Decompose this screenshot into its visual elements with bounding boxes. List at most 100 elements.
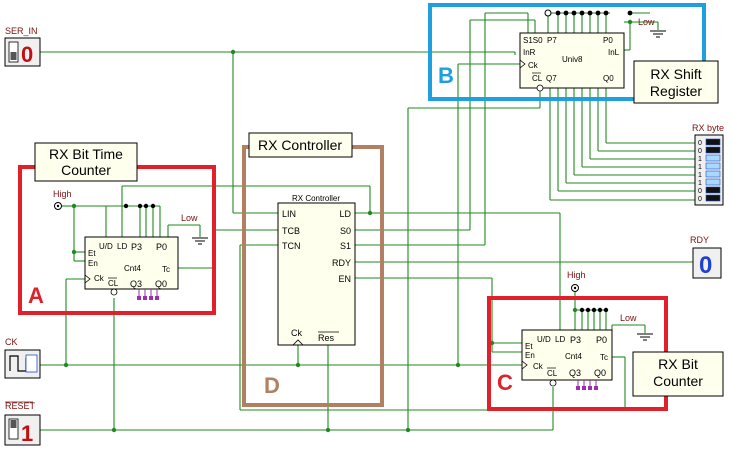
svg-text:RX Controller: RX Controller bbox=[292, 194, 340, 203]
svg-text:Q7: Q7 bbox=[546, 74, 557, 83]
svg-text:En: En bbox=[88, 259, 98, 268]
high-const-c: High bbox=[567, 270, 586, 292]
cnt4-chip-a[interactable]: U/D LD P3 P0 Et En Cnt4 Ck Tc CL Q3 Q0 bbox=[84, 236, 179, 300]
svg-text:Cnt4: Cnt4 bbox=[124, 264, 141, 273]
svg-text:InL: InL bbox=[608, 48, 620, 57]
high-const-b bbox=[544, 9, 552, 17]
rx-byte-bit-4: 1 bbox=[698, 172, 702, 179]
cnt4-chip-c[interactable]: U/D LD P3 P0 Et En Cnt4 Ck Tc CL Q3 Q0 bbox=[521, 329, 613, 390]
svg-text:P0: P0 bbox=[603, 36, 613, 45]
rx-byte-led-6 bbox=[705, 186, 721, 194]
bus-dots bbox=[123, 10, 633, 313]
ser-in-value: 0 bbox=[21, 42, 33, 67]
block-b-frame bbox=[428, 3, 706, 101]
block-c-bit-counter: RX Bit Counter C U/D LD P3 P0 Et En Cnt4… bbox=[487, 296, 724, 411]
rx-byte-led-4 bbox=[705, 170, 721, 178]
block-b-title-line2: Register bbox=[650, 83, 702, 99]
block-c-title-box bbox=[632, 351, 724, 397]
svg-text:CL: CL bbox=[108, 279, 119, 288]
rx-byte-led-2 bbox=[705, 154, 721, 162]
high-const-a: High bbox=[53, 189, 72, 210]
block-d-controller: RX Controller D RX Controller LIN TCB TC… bbox=[242, 132, 384, 407]
rx-byte-bit-6: 0 bbox=[698, 188, 702, 195]
univ8-chip[interactable]: S1S0 P7 P0 InR InL Univ8 Ck CL Q7 Q0 bbox=[519, 32, 625, 92]
block-a-letter: A bbox=[28, 283, 44, 308]
svg-text:S1S0: S1S0 bbox=[523, 36, 543, 45]
block-b-title-box bbox=[633, 60, 719, 104]
svg-text:P3: P3 bbox=[131, 242, 142, 252]
rx-byte-led-0 bbox=[705, 138, 721, 146]
svg-text:Univ8: Univ8 bbox=[562, 55, 583, 64]
svg-text:RESET: RESET bbox=[5, 401, 36, 411]
rx-byte-led-1 bbox=[705, 146, 721, 154]
ser-in-switch[interactable]: SER_IN 0 bbox=[4, 26, 41, 67]
block-a-title-box bbox=[34, 142, 138, 182]
low-const-a: Low bbox=[181, 213, 208, 245]
svg-text:Et: Et bbox=[88, 249, 96, 258]
ck-clock-source[interactable]: CK bbox=[4, 337, 41, 379]
svg-text:CL: CL bbox=[532, 74, 543, 83]
svg-text:InR: InR bbox=[523, 48, 536, 57]
svg-text:Low: Low bbox=[620, 313, 637, 323]
svg-text:LD: LD bbox=[117, 242, 127, 251]
svg-text:P0: P0 bbox=[596, 335, 607, 345]
svg-text:Tc: Tc bbox=[600, 353, 608, 362]
low-const-b: Low bbox=[638, 17, 666, 38]
block-a-title-line2: Counter bbox=[61, 162, 111, 178]
svg-text:P3: P3 bbox=[570, 335, 581, 345]
svg-text:En: En bbox=[525, 351, 535, 360]
rx-byte-led-3 bbox=[705, 162, 721, 170]
block-a-title-line1: RX Bit Time bbox=[49, 146, 123, 162]
svg-text:RDY: RDY bbox=[690, 235, 709, 245]
rx-byte-bit-5: 1 bbox=[698, 180, 702, 187]
svg-text:Tc: Tc bbox=[162, 265, 170, 274]
svg-text:S1: S1 bbox=[340, 241, 351, 251]
block-c-letter: C bbox=[497, 370, 513, 395]
svg-text:U/D: U/D bbox=[537, 335, 551, 344]
svg-text:Low: Low bbox=[181, 213, 198, 223]
svg-text:LD: LD bbox=[339, 209, 351, 219]
rx-byte-led-5 bbox=[705, 178, 721, 186]
block-b-shift-register: RX Shift Register B S1S0 P7 P0 InR InL U… bbox=[428, 3, 719, 104]
svg-text:P7: P7 bbox=[547, 36, 557, 45]
svg-text:Q3: Q3 bbox=[130, 279, 142, 289]
svg-text:RX byte: RX byte bbox=[692, 123, 724, 133]
junctions bbox=[63, 19, 633, 433]
svg-text:Ck: Ck bbox=[291, 328, 302, 338]
reset-value: 1 bbox=[21, 421, 33, 446]
block-d-title: RX Controller bbox=[258, 137, 342, 153]
svg-text:EN: EN bbox=[338, 274, 351, 284]
reset-switch[interactable]: RESET 1 bbox=[4, 401, 41, 446]
rx-controller-chip[interactable]: RX Controller LIN TCB TCN LD S0 S1 RDY E… bbox=[277, 194, 356, 346]
svg-text:High: High bbox=[53, 189, 72, 199]
svg-text:Low: Low bbox=[638, 17, 655, 27]
svg-text:CK: CK bbox=[5, 337, 18, 347]
svg-text:P0: P0 bbox=[156, 242, 167, 252]
rx-byte-led-7 bbox=[705, 194, 721, 202]
svg-text:Cnt4: Cnt4 bbox=[565, 352, 582, 361]
block-c-title-line1: RX Bit bbox=[658, 356, 698, 372]
svg-text:LD: LD bbox=[555, 335, 565, 344]
svg-text:Ck: Ck bbox=[94, 274, 105, 283]
rx-byte-bit-2: 1 bbox=[698, 156, 702, 163]
rx-byte-bit-7: 0 bbox=[698, 196, 702, 203]
rx-byte-bit-1: 0 bbox=[698, 148, 702, 155]
block-c-title-line2: Counter bbox=[653, 373, 703, 389]
svg-text:High: High bbox=[567, 270, 586, 280]
svg-text:Ck: Ck bbox=[528, 61, 539, 70]
svg-text:Q0: Q0 bbox=[594, 368, 606, 378]
svg-text:Q3: Q3 bbox=[569, 368, 581, 378]
svg-text:LIN: LIN bbox=[282, 209, 296, 219]
rx-byte-bit-3: 1 bbox=[698, 164, 702, 171]
svg-text:TCB: TCB bbox=[282, 226, 300, 236]
block-d-letter: D bbox=[264, 373, 280, 398]
rx-byte-bit-0: 0 bbox=[698, 140, 702, 147]
svg-text:RDY: RDY bbox=[332, 258, 351, 268]
block-b-letter: B bbox=[438, 63, 454, 88]
svg-text:Q0: Q0 bbox=[155, 279, 167, 289]
block-d-title-box bbox=[248, 132, 353, 158]
rdy-display: RDY 0 bbox=[690, 235, 722, 279]
